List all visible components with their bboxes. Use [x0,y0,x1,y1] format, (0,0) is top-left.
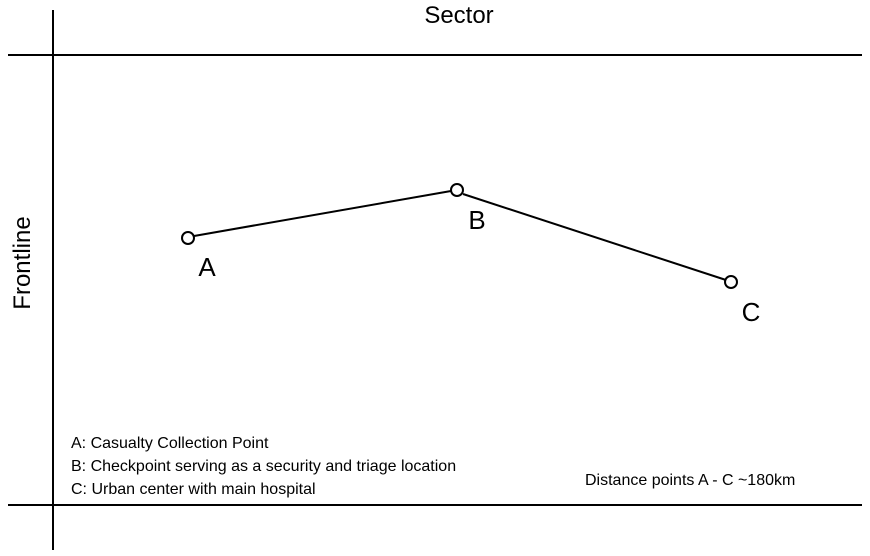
point-a-label: A [198,252,216,282]
legend-item-a: A: Casualty Collection Point [71,435,269,452]
legend-item-b: B: Checkpoint serving as a security and … [71,458,456,475]
distance-note: Distance points A - C ~180km [585,472,795,489]
point-c-marker [724,275,738,289]
point-b-marker [450,183,464,197]
point-b-label: B [468,205,485,235]
point-c-label: C [742,297,761,327]
frontline-title: Frontline [9,216,36,309]
legend-item-c: C: Urban center with main hospital [71,481,316,498]
point-a-marker [181,231,195,245]
sector-title: Sector [424,2,493,29]
route-a-to-b [193,190,452,237]
route-b-to-c [462,193,727,281]
